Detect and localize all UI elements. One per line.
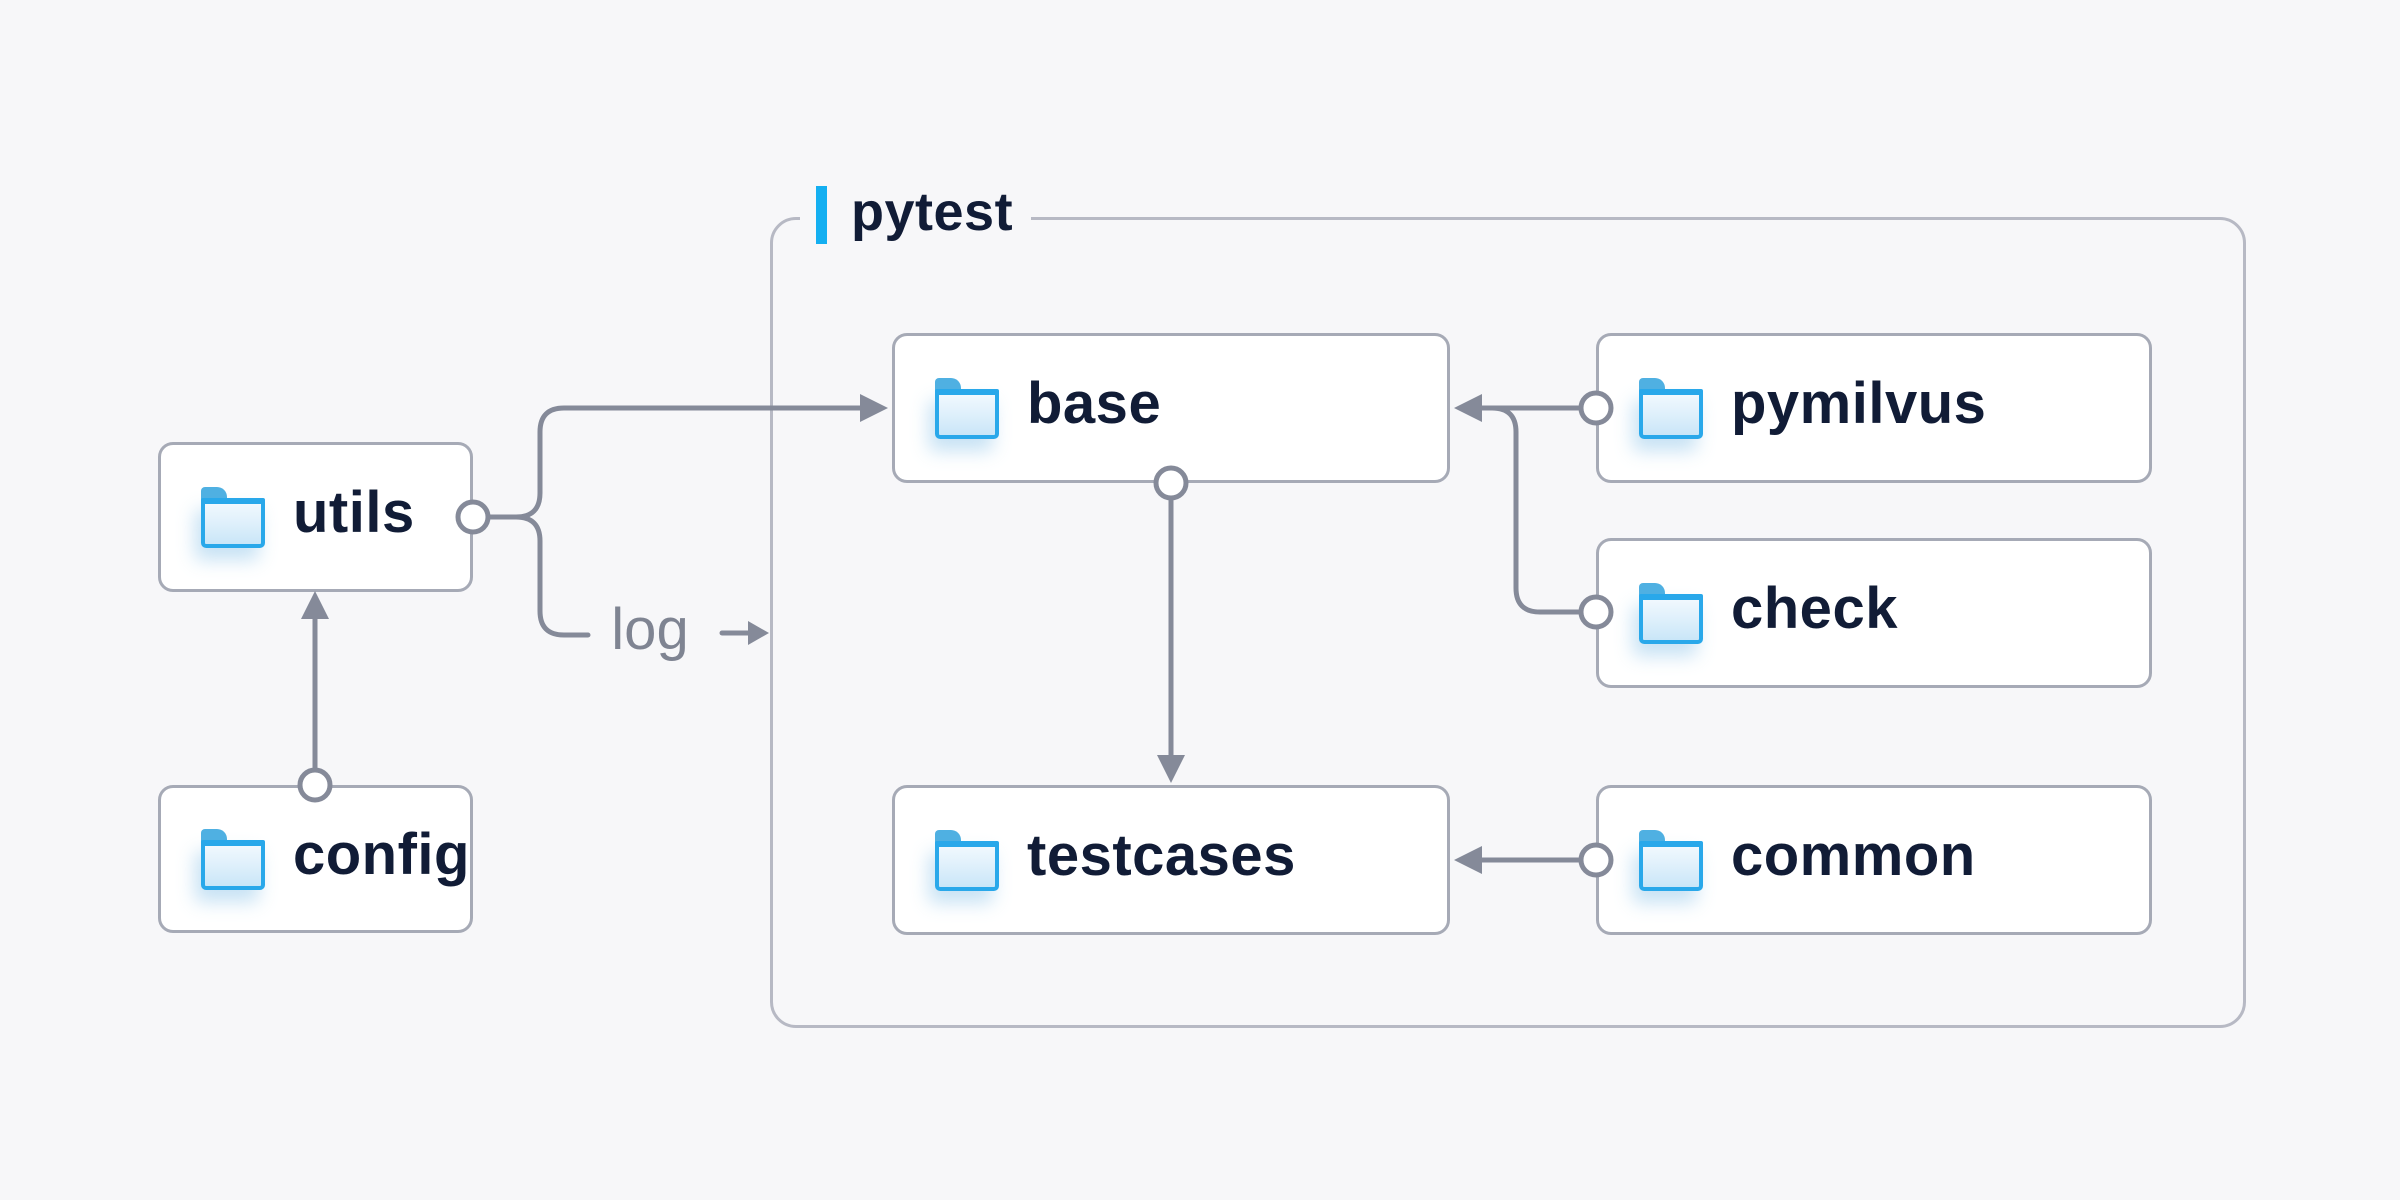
folder-icon	[1639, 583, 1703, 644]
node-label: config	[293, 822, 470, 887]
node-config: config	[158, 785, 473, 933]
arrowhead-right-small-icon	[748, 621, 769, 645]
pytest-group-container	[770, 217, 2246, 1028]
edge-label-log: log	[611, 597, 689, 662]
folder-icon	[201, 487, 265, 548]
node-testcases: testcases	[892, 785, 1450, 935]
node-label: utils	[293, 480, 415, 545]
pytest-group-label: pytest	[800, 182, 1032, 247]
node-label: common	[1731, 823, 1976, 888]
group-title: pytest	[851, 182, 1014, 242]
node-label: base	[1027, 371, 1162, 436]
node-pymilvus: pymilvus	[1596, 333, 2152, 483]
arrowhead-up-icon	[301, 591, 329, 619]
node-utils: utils	[158, 442, 473, 592]
node-check: check	[1596, 538, 2152, 688]
node-base: base	[892, 333, 1450, 483]
folder-icon	[1639, 830, 1703, 891]
node-label: testcases	[1027, 823, 1296, 888]
node-common: common	[1596, 785, 2152, 935]
folder-icon	[201, 829, 265, 890]
node-label: pymilvus	[1731, 371, 1987, 436]
accent-bar-icon	[816, 186, 827, 244]
node-label: check	[1731, 576, 1898, 641]
folder-icon	[935, 378, 999, 439]
edge-utils-log	[485, 514, 591, 638]
folder-icon	[935, 830, 999, 891]
folder-icon	[1639, 378, 1703, 439]
